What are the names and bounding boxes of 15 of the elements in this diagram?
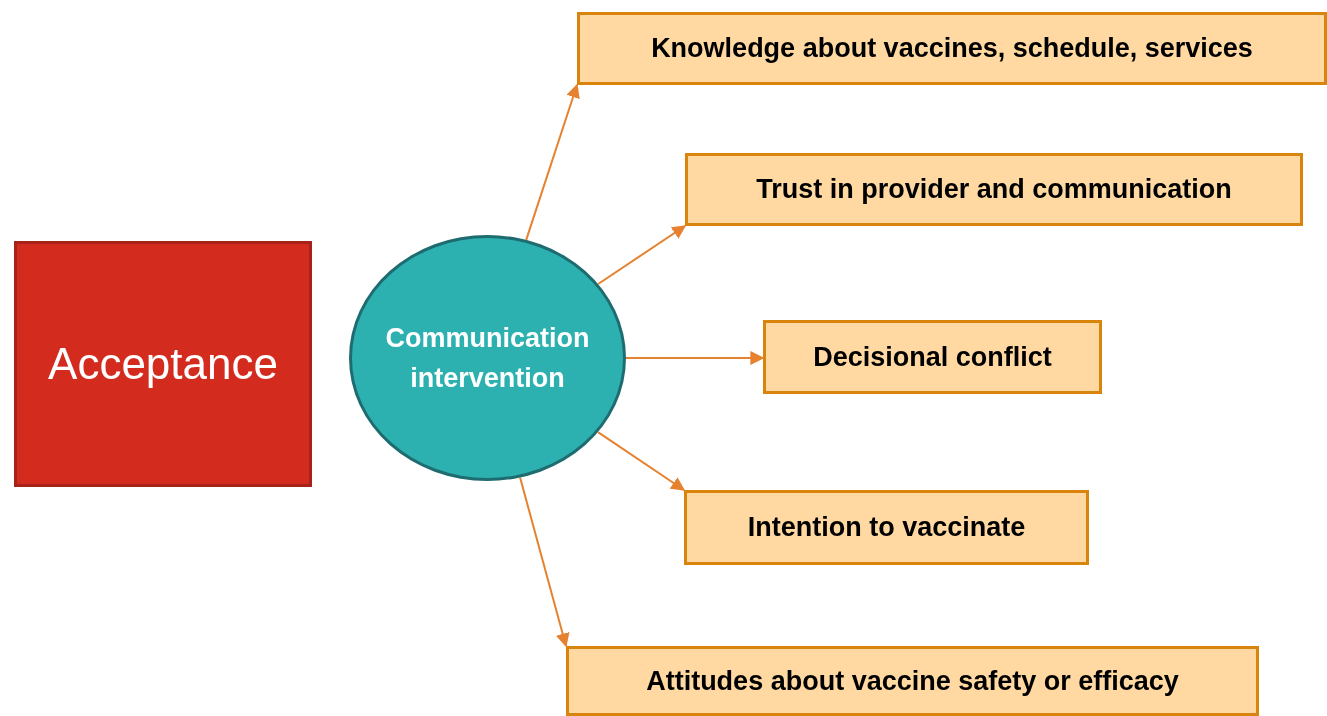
node-label: Attitudes about vaccine safety or efficacy xyxy=(646,664,1179,698)
concept-box xyxy=(684,490,1089,565)
node-label: Decisional conflict xyxy=(813,340,1052,374)
node-label: Acceptance xyxy=(48,338,278,390)
concept-box xyxy=(14,241,312,487)
concept-box xyxy=(566,646,1259,716)
arrow xyxy=(597,225,687,286)
node-label: Trust in provider and communication xyxy=(756,173,1232,207)
node-label: Intention to vaccinate xyxy=(747,511,1026,545)
concept-box xyxy=(685,153,1303,226)
arrow xyxy=(625,351,765,365)
node-label: Communication intervention xyxy=(384,321,591,395)
concept-box xyxy=(577,12,1327,85)
concept-box xyxy=(763,320,1102,394)
node-label: Knowledge about vaccines, schedule, services xyxy=(651,32,1253,66)
